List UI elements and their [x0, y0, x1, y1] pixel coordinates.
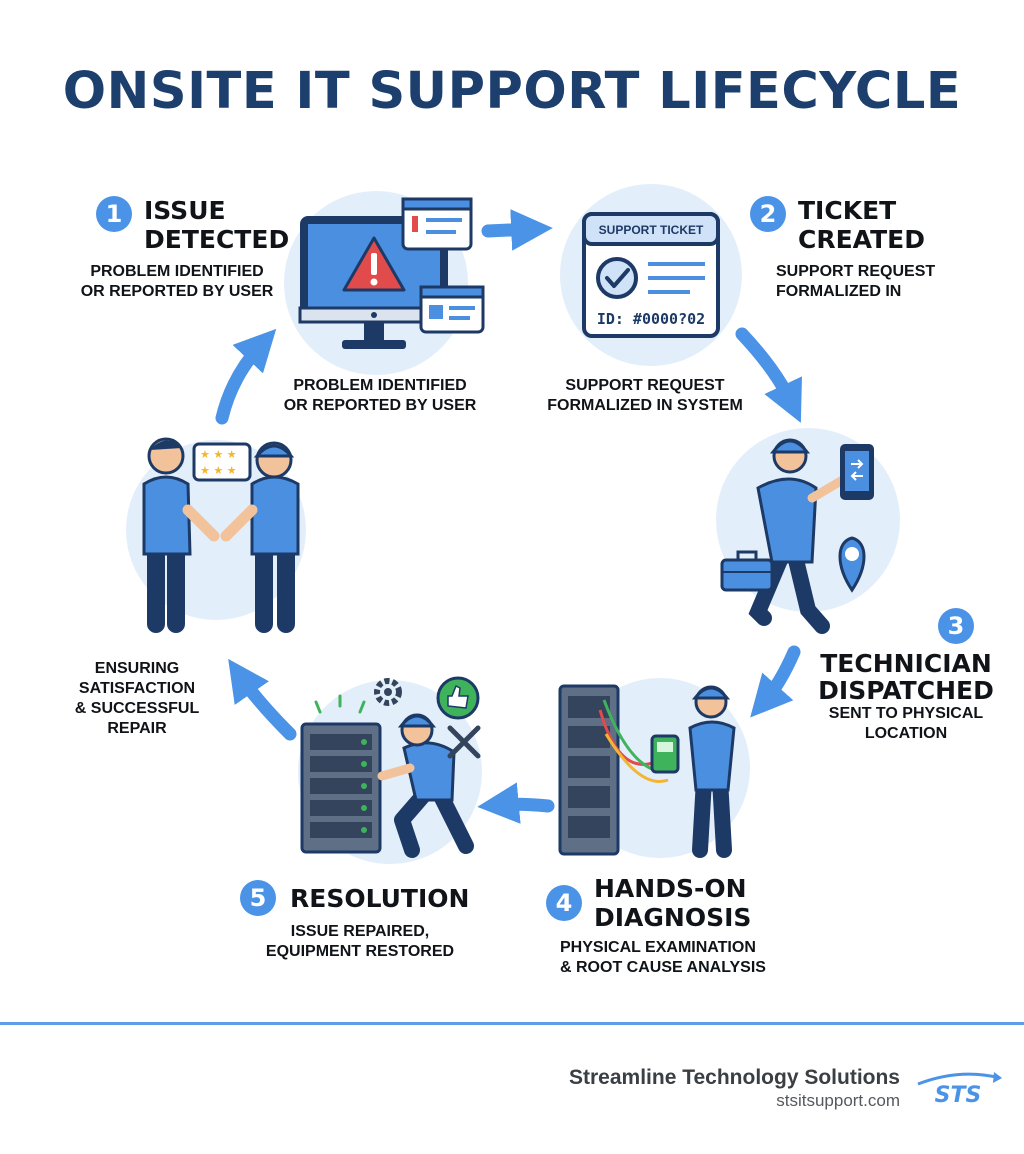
- step-2-description: SUPPORT REQUEST FORMALIZED IN: [776, 263, 936, 300]
- website-link[interactable]: stsitsupport.com: [776, 1091, 900, 1110]
- ticket-caption: SUPPORT REQUEST FORMALIZED IN SYSTEM: [547, 377, 743, 414]
- svg-text:★ ★ ★: ★ ★ ★: [200, 464, 237, 477]
- ticket-card-id: ID: #0000?02: [597, 310, 705, 328]
- step-5-heading: RESOLUTION: [290, 883, 470, 913]
- diagnosis-icon: [558, 678, 750, 858]
- issue-caption: PROBLEM IDENTIFIED OR REPORTED BY USER: [283, 377, 477, 414]
- step-1-number: 1: [96, 196, 132, 232]
- step-2-heading: TICKET CREATED: [798, 196, 925, 254]
- step-1-label: 1 ISSUE DETECTED PROBLEM IDENTIFIED OR R…: [72, 196, 292, 302]
- handshake-satisfaction-icon: ★ ★ ★ ★ ★ ★: [126, 437, 306, 633]
- sts-logo-text: STS: [935, 1083, 982, 1108]
- company-name: Streamline Technology Solutions: [569, 1066, 900, 1089]
- page-title: ONSITE IT SUPPORT LIFECYCLE: [62, 62, 962, 121]
- step-4-heading: HANDS-ON DIAGNOSIS: [594, 874, 752, 932]
- step-1-description: PROBLEM IDENTIFIED OR REPORTED BY USER: [80, 263, 274, 300]
- technician-dispatched-icon: [716, 428, 900, 634]
- svg-text:★ ★ ★: ★ ★ ★: [200, 448, 237, 461]
- step-2-label: 2 TICKET CREATED SUPPORT REQUEST FORMALI…: [750, 196, 1010, 302]
- sts-logo: STS: [917, 1072, 1002, 1108]
- step-1-heading: ISSUE DETECTED: [144, 196, 290, 254]
- monitor-alert-icon: [284, 191, 485, 375]
- cycle-arrows: [215, 209, 802, 824]
- satisfaction-caption: ENSURING SATISFACTION & SUCCESSFUL REPAI…: [74, 660, 200, 737]
- arrow-5-to-6: [228, 658, 297, 741]
- footer-divider: [0, 1022, 1024, 1025]
- step-3-description: SENT TO PHYSICAL LOCATION: [828, 705, 984, 742]
- arrow-2-to-3: [735, 327, 802, 423]
- arrow-6-to-1: [215, 328, 277, 425]
- step-3-label: 3 TECHNICIAN DISPATCHED SENT TO PHYSICAL…: [806, 608, 1006, 744]
- step-3-number: 3: [938, 608, 974, 644]
- arrow-3-to-4: [750, 645, 801, 718]
- step-5-number: 5: [240, 880, 276, 916]
- step-4-number: 4: [546, 885, 582, 921]
- step-3-heading: TECHNICIAN DISPATCHED: [818, 649, 994, 705]
- ticket-card-header: SUPPORT TICKET: [599, 223, 704, 237]
- step-5-description: ISSUE REPAIRED, EQUIPMENT RESTORED: [265, 923, 455, 960]
- step-4-label: 4 HANDS-ON DIAGNOSIS PHYSICAL EXAMINATIO…: [546, 874, 786, 978]
- step-2-number: 2: [750, 196, 786, 232]
- arrow-4-to-5: [477, 782, 555, 824]
- arrow-1-to-2: [481, 209, 553, 251]
- resolution-icon: [298, 676, 482, 864]
- step-4-description: PHYSICAL EXAMINATION & ROOT CAUSE ANALYS…: [560, 939, 766, 976]
- support-ticket-icon: [560, 184, 742, 366]
- step-5-label: 5 RESOLUTION ISSUE REPAIRED, EQUIPMENT R…: [240, 880, 480, 962]
